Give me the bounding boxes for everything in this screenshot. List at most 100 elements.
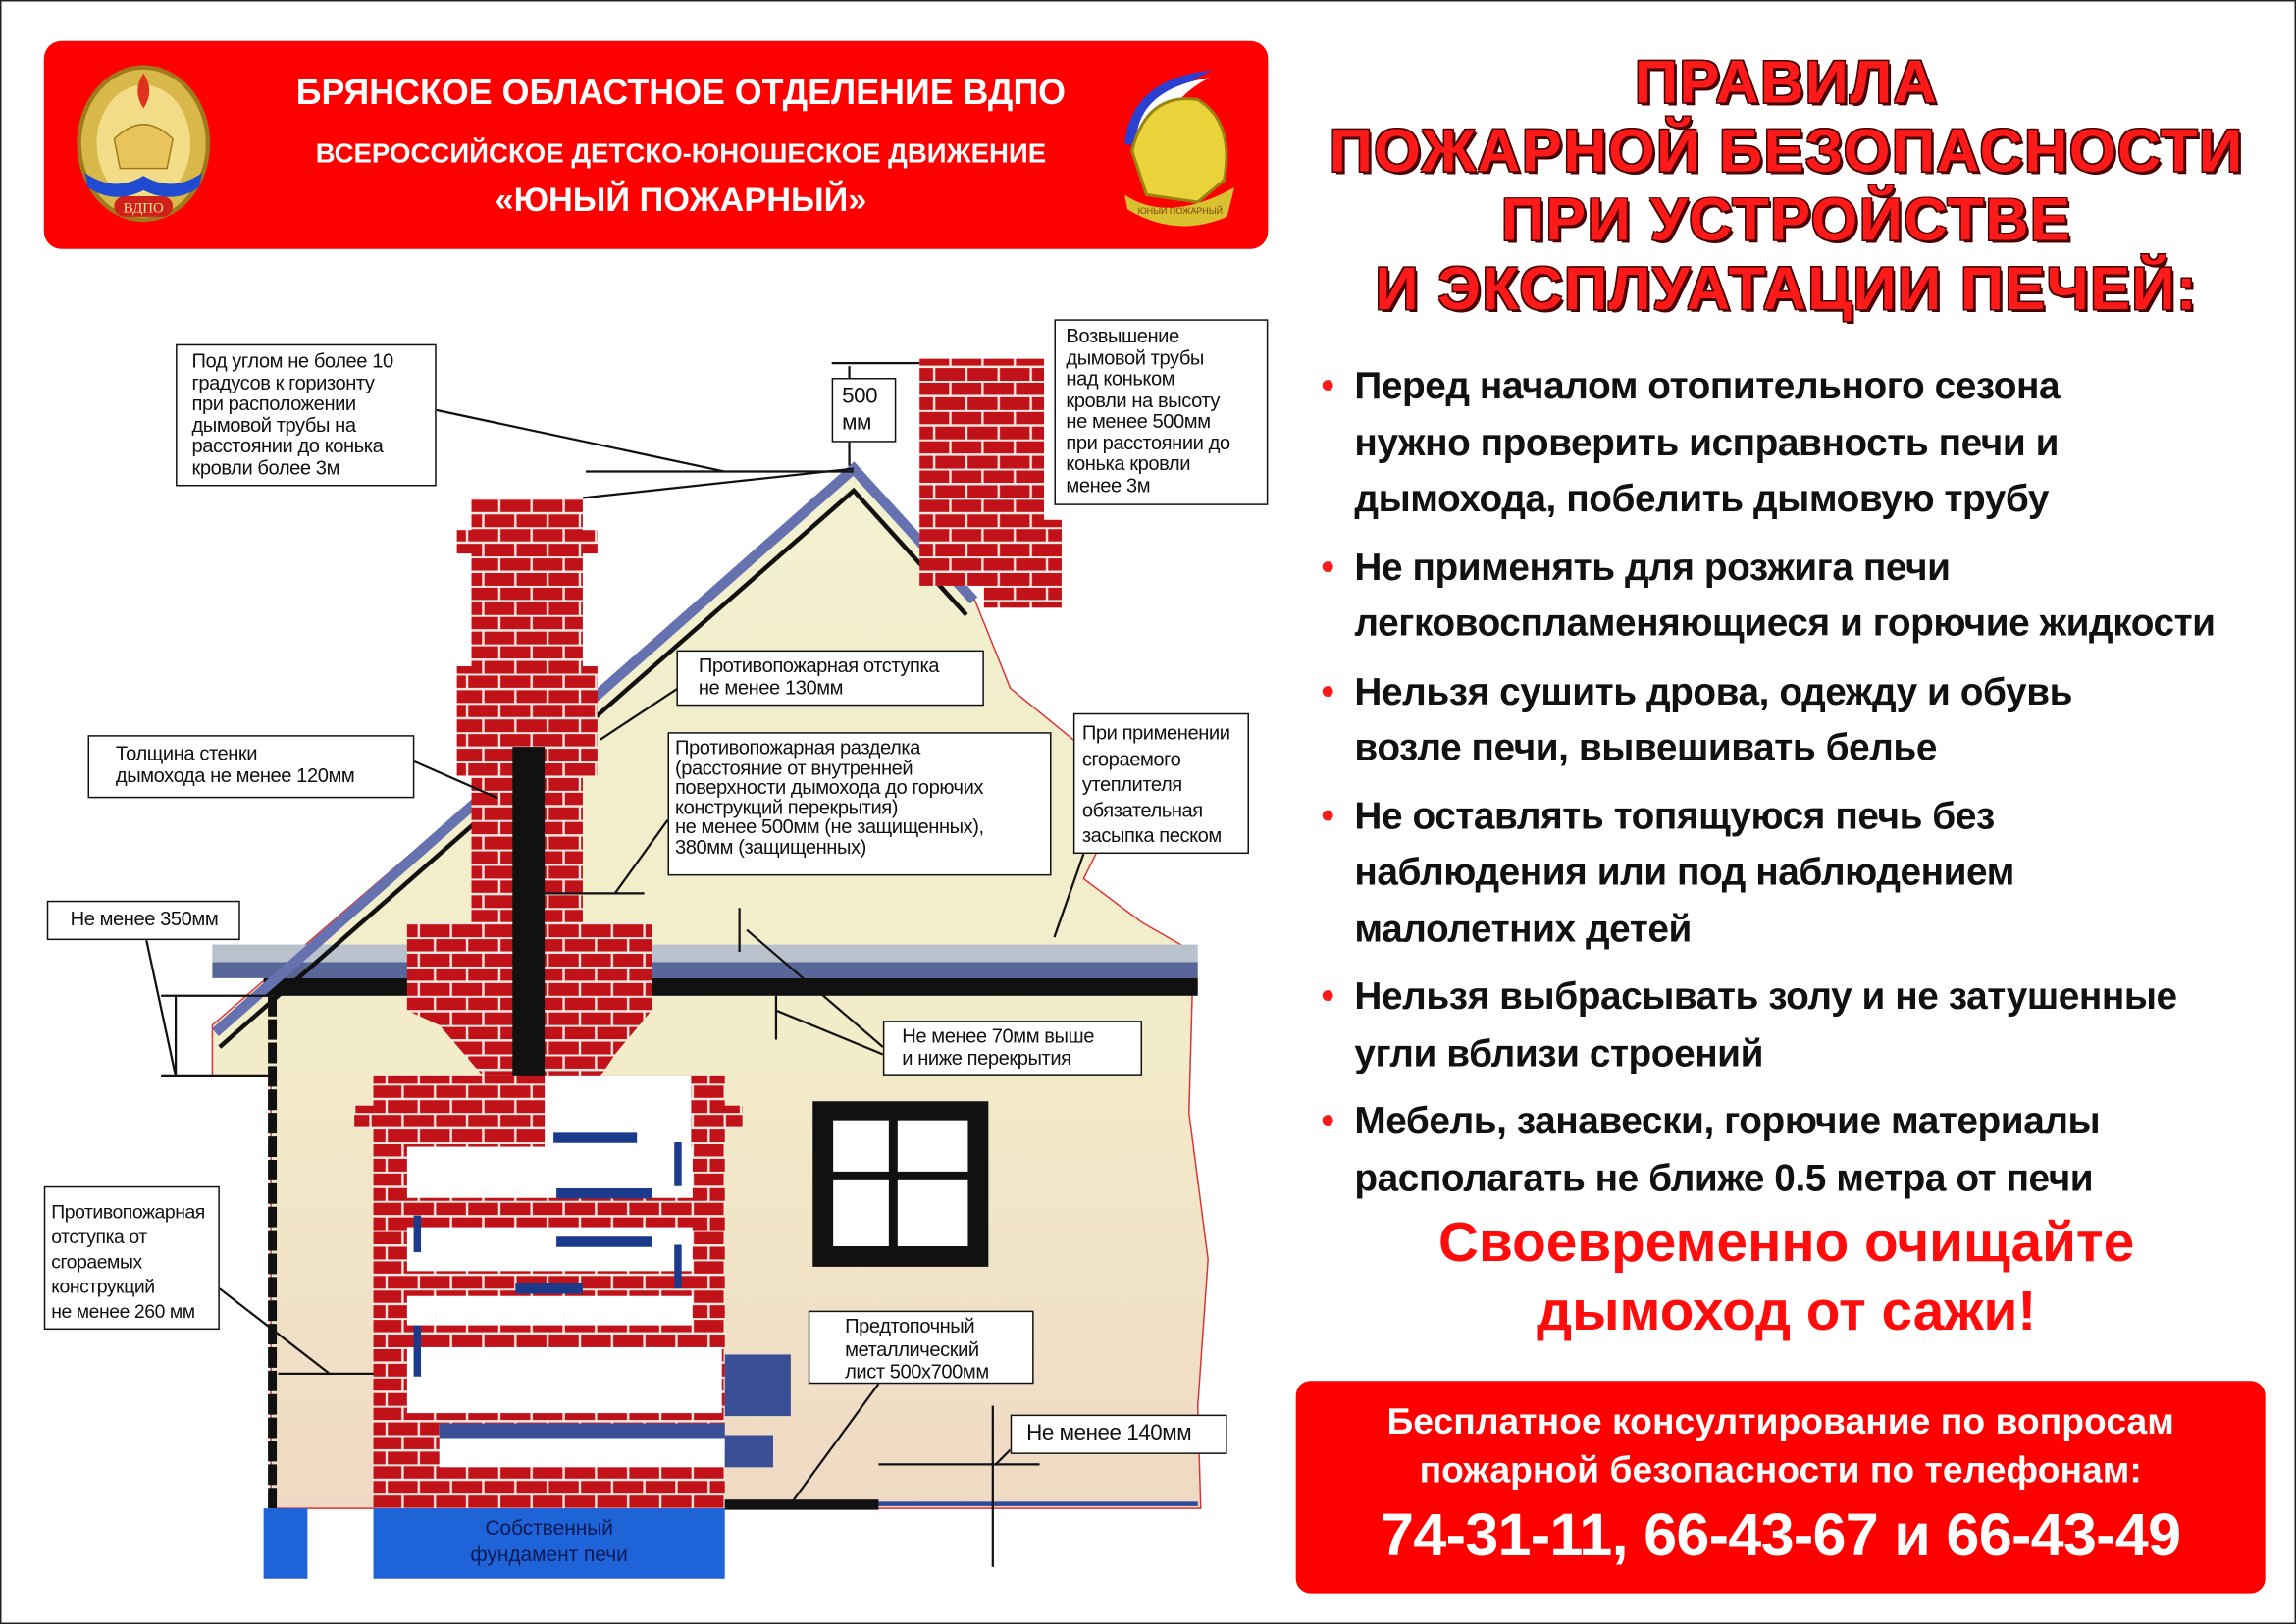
callout-line: при расположении [191, 392, 356, 415]
callout-line: сгораемых [51, 1250, 142, 1273]
callout-cutting: Противопожарная разделка(расстояние от в… [667, 732, 1052, 876]
bullet-icon: • [1321, 544, 1335, 589]
bullet-icon: • [1321, 1098, 1335, 1143]
callout-line: Не менее 70мм выше [902, 1024, 1095, 1048]
callout-line: не менее 260 мм [51, 1300, 195, 1323]
callout-line: при расстоянии до [1066, 431, 1230, 453]
rule-text: легковоспламеняющиеся и горючие жидкости [1354, 600, 2216, 645]
bullet-icon: • [1321, 793, 1335, 837]
slogan-line: Своевременно очищайте [1438, 1212, 2135, 1275]
window [812, 1101, 989, 1267]
callout-line: обязательная [1081, 799, 1203, 821]
floor-slab-mid [212, 962, 1198, 978]
pre-furnace-sheet [724, 1499, 879, 1510]
organization-header: ВДПО БРЯНСКОЕ ОБЛАСТНОЕ ОТДЕЛЕНИЕ ВДПО В… [43, 40, 1269, 249]
callout-line: кровли на высоту [1066, 389, 1221, 411]
phone-numbers: 74-31-11, 66-43-67 и 66-43-49 [1381, 1500, 2181, 1569]
helmet-logo-text: ЮНЫЙ ПОЖАРНЫЙ [1138, 205, 1223, 216]
callout-line: Предтопочный [845, 1315, 975, 1337]
callout-line: кровли более 3м [191, 455, 339, 479]
foundation-label-2: фундамент печи [470, 1544, 627, 1566]
callout-line: лист 500х700мм [845, 1360, 989, 1383]
callout-line: утеплителя [1081, 772, 1182, 796]
callout-line: и ниже перекрытия [902, 1046, 1071, 1069]
callout-line: конструкций перекрытия) [674, 796, 898, 818]
left-chimney [406, 498, 652, 1084]
callout-line: 380мм (защищенных) [674, 835, 866, 858]
movement-title: «ЮНЫЙ ПОЖАРНЫЙ» [495, 180, 867, 219]
callout-line: конструкций [51, 1275, 155, 1298]
callout-line: 500 [842, 383, 878, 409]
safety-rules-list: • Перед началом отопительного сезона нуж… [1318, 357, 2284, 1217]
rule-text: Мебель, занавески, горючие материалы [1354, 1098, 2101, 1143]
callout-line: дымовой трубы на [191, 413, 356, 436]
callout-line: Противопожарная [51, 1200, 205, 1224]
callout-line: отступка от [51, 1226, 147, 1248]
callout-line: Противопожарная отступка [698, 655, 940, 677]
callout-line: дымовой трубы [1066, 345, 1204, 369]
org-name: БРЯНСКОЕ ОБЛАСТНОЕ ОТДЕЛЕНИЕ ВДПО [295, 73, 1067, 113]
callout-line: засыпка песком [1081, 824, 1222, 847]
rule-text: Не оставлять топящуюся печь без [1354, 793, 1995, 837]
callout-line: Возвышение [1066, 325, 1179, 347]
rule-item: • Мебель, занавески, горючие материалы р… [1318, 1092, 2284, 1205]
title-line: И ЭКСПЛУАТАЦИИ ПЕЧЕЙ: [1375, 254, 2198, 323]
stove [354, 1075, 791, 1509]
vdpo-logo-text: ВДПО [124, 200, 164, 216]
title-line: ПРАВИЛА [1634, 48, 1939, 116]
callout-line: Толщина стенки [115, 742, 258, 765]
bullet-icon: • [1321, 363, 1335, 407]
rule-text: Не применять для розжига печи [1354, 544, 1951, 589]
rule-text: дымохода, побелить дымовую трубу [1354, 476, 2050, 520]
rule-item: • Нельзя сушить дрова, одежду и обувь во… [1318, 662, 2284, 775]
floor-slab-top [212, 944, 1198, 963]
rule-item: • Нельзя выбрасывать золу и не затушенны… [1318, 968, 2284, 1080]
callout-line: Не менее 140мм [1026, 1420, 1192, 1445]
callout-line: не менее 130мм [698, 675, 844, 699]
right-chimney [919, 358, 1062, 608]
rule-text: Нельзя сушить дрова, одежду и обувь [1354, 668, 2073, 713]
contact-text: Бесплатное консултирование по вопросам [1386, 1401, 2174, 1442]
rule-text: наблюдения или под наблюдением [1354, 849, 2014, 894]
contact-text: пожарной безопасности по телефонам: [1419, 1449, 2142, 1492]
stove-foundation [373, 1508, 725, 1579]
poster-title: ПРАВИЛА ПОЖАРНОЙ БЕЗОПАСНОСТИ ПРИ УСТРОЙ… [1318, 48, 2255, 324]
rule-text: располагать не ближе 0.5 метра от печи [1354, 1154, 2094, 1199]
young-firefighter-helmet-logo: ЮНЫЙ ПОЖАРНЫЙ [1124, 70, 1235, 227]
rule-text: Перед началом отопительного сезона [1354, 363, 2061, 407]
callout-line: мм [842, 409, 871, 436]
callout-line: (расстояние от внутренней [674, 756, 913, 779]
rule-item: • Не оставлять топящуюся печь без наблюд… [1318, 787, 2284, 956]
rule-item: • Не применять для розжига печи легковос… [1318, 538, 2284, 651]
callout-line: не менее 500мм (не защищенных), [674, 815, 984, 838]
callout-line: сгораемого [1081, 747, 1181, 770]
callout-line: Под углом не более 10 [191, 349, 393, 373]
bullet-icon: • [1321, 668, 1335, 713]
bullet-icon: • [1321, 973, 1335, 1019]
vdpo-emblem-logo: ВДПО [77, 65, 211, 223]
callout-min-140: Не менее 140мм [1010, 1414, 1227, 1454]
callout-line: Не менее 350мм [70, 908, 219, 930]
callout-min-350: Не менее 350мм [46, 900, 240, 941]
rule-item: • Перед началом отопительного сезона нуж… [1318, 357, 2284, 526]
callout-line: менее 3м [1066, 473, 1151, 497]
rule-text: нужно проверить исправность печи и [1354, 419, 2059, 464]
callout-line: дымохода не менее 120мм [115, 763, 355, 786]
leader-lines [145, 361, 1085, 1567]
movement-name: ВСЕРОССИЙСКОЕ ДЕТСКО-ЮНОШЕСКОЕ ДВИЖЕНИЕ [315, 137, 1047, 169]
callout-line: расстоянии до конька [191, 435, 384, 457]
title-line: ПОЖАРНОЙ БЕЗОПАСНОСТИ [1329, 117, 2244, 185]
house-foundation [263, 1508, 308, 1579]
callout-line: не менее 500мм [1066, 409, 1211, 433]
slogan-line: дымоход от сажи! [1537, 1281, 2037, 1343]
